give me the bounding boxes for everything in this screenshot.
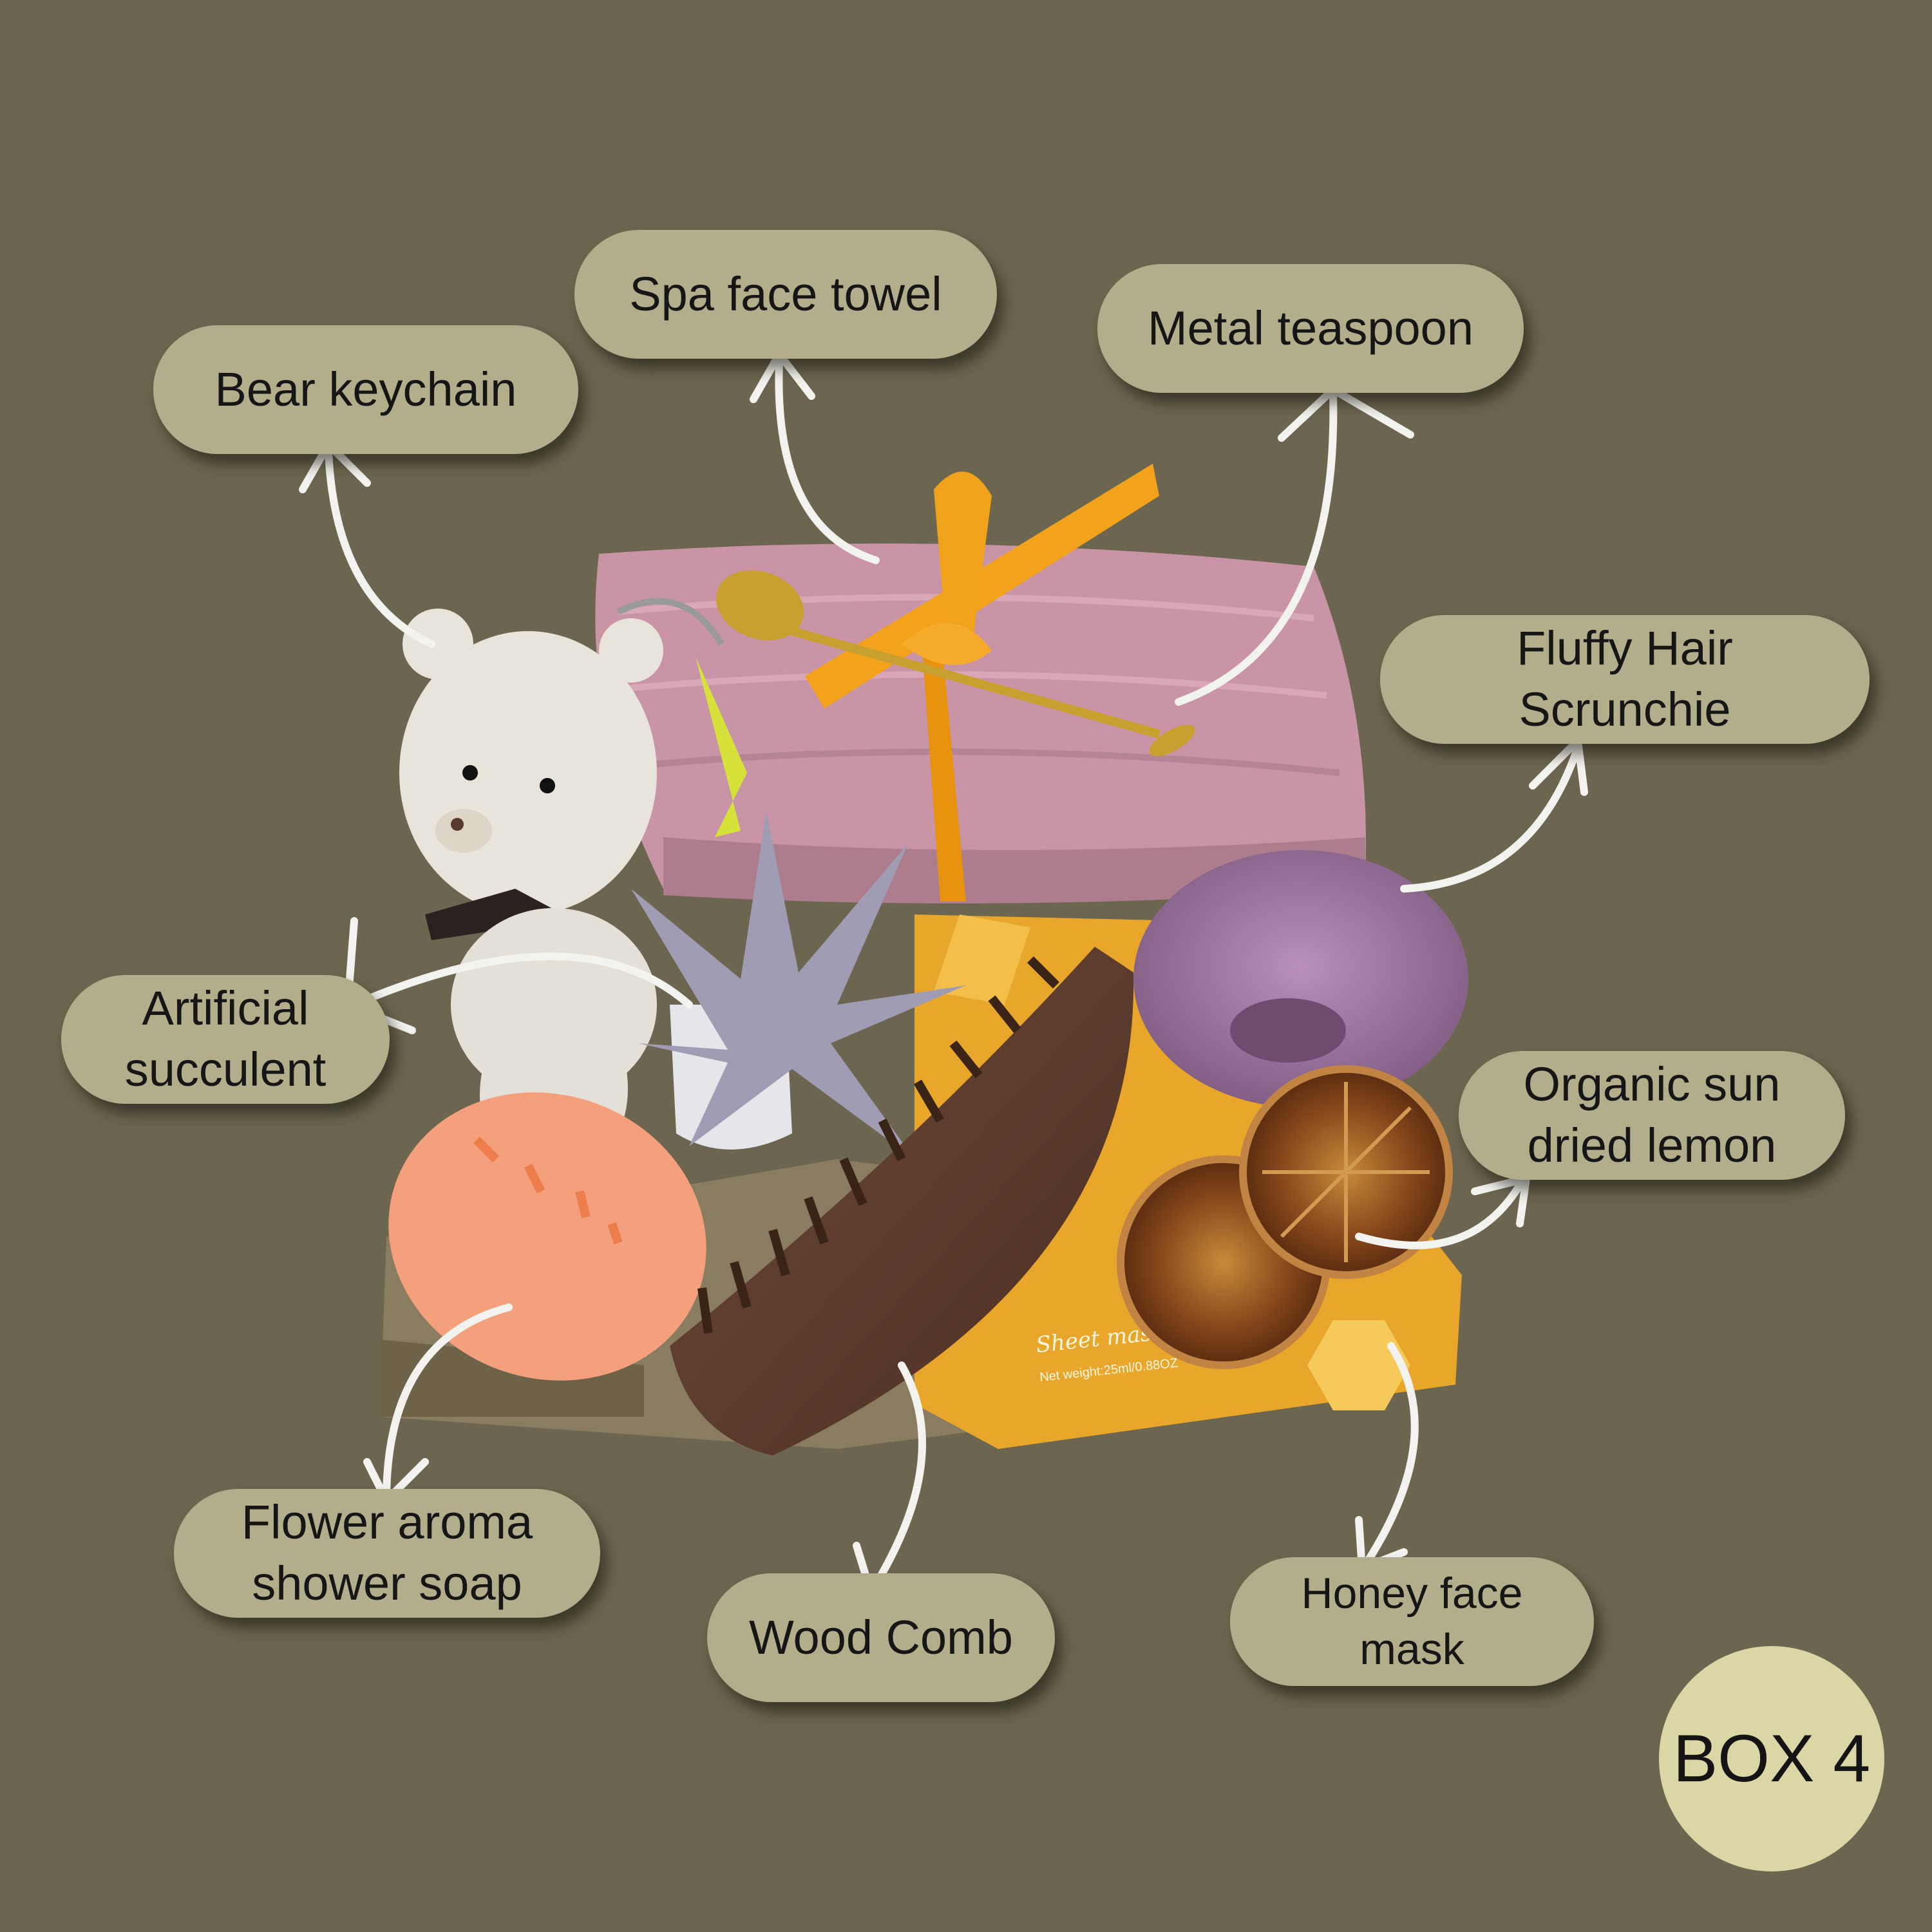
fluffy-scrunchie — [1133, 850, 1468, 1108]
arrow-scrunchie — [1400, 743, 1582, 893]
arrow-soap — [383, 1303, 513, 1504]
arrow-succulent — [350, 952, 693, 1009]
label-line: Artificial — [142, 981, 309, 1036]
label-line: Metal teaspoon — [1147, 301, 1473, 355]
label-line: shower soap — [252, 1557, 522, 1610]
label-wood-comb: Wood Comb — [707, 1573, 1055, 1702]
label-line: Honey face mask — [1301, 1568, 1523, 1674]
arrow-comb — [872, 1361, 926, 1588]
arrow-bear-keychain — [325, 447, 435, 648]
label-line: dried lemon — [1527, 1119, 1777, 1172]
label-metal-teaspoon: Metal teaspoon — [1097, 264, 1524, 393]
arrowhead-teaspoon — [1278, 386, 1414, 442]
label-line: Wood Comb — [749, 1610, 1013, 1664]
orange-ribbon — [805, 464, 1159, 902]
shower-soap — [388, 1092, 706, 1381]
comb-teeth — [697, 956, 1059, 1334]
label-organic-sun-dried-lemon: Organic sun dried lemon — [1459, 1051, 1845, 1180]
arrow-honey-mask — [1361, 1342, 1419, 1569]
arrow-lemon — [1355, 1181, 1524, 1249]
label-line: Fluffy Hair Scrunchie — [1517, 621, 1733, 736]
label-honey-face-mask: Honey face mask — [1230, 1557, 1594, 1686]
label-line: Bear keychain — [214, 362, 517, 416]
label-line: Flower aroma — [241, 1495, 533, 1549]
label-flower-aroma-shower-soap: Flower aroma shower soap — [174, 1489, 600, 1618]
dried-lemons — [1117, 1065, 1453, 1369]
label-line: Organic sun — [1523, 1057, 1781, 1112]
label-artificial-succulent: Artificial succulent — [61, 975, 390, 1104]
wood-comb — [670, 947, 1134, 1455]
label-line: Spa face towel — [629, 267, 942, 321]
label-bear-keychain: Bear keychain — [153, 325, 578, 454]
artificial-succulent — [631, 811, 966, 1159]
box-number-badge: BOX 4 — [1659, 1646, 1884, 1871]
label-fluffy-hair-scrunchie: Fluffy Hair Scrunchie — [1380, 615, 1870, 744]
label-line: succulent — [124, 1043, 327, 1096]
box-number-text: BOX 4 — [1672, 1721, 1871, 1796]
arrow-spa-towel — [775, 357, 880, 564]
arrow-teaspoon — [1175, 389, 1338, 706]
metal-teaspoon — [715, 570, 1195, 757]
label-spa-face-towel: Spa face towel — [574, 230, 997, 359]
